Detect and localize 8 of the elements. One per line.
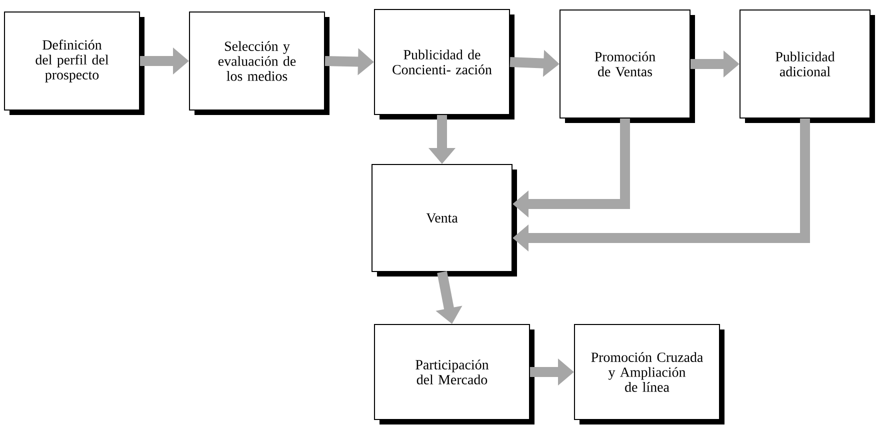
process-box: Venta xyxy=(372,164,517,276)
process-box: Selección y evaluación de los medios xyxy=(189,12,330,115)
process-box: Promoción Cruzada y Ampliación de línea xyxy=(574,324,724,424)
process-box: Publicidad de Concienti- zación xyxy=(374,9,514,120)
process-box: Definición del perfil del prospecto xyxy=(4,12,144,115)
process-box: Promoción de Ventas xyxy=(560,10,695,123)
process-box: Publicidad adicional xyxy=(740,10,875,123)
process-box: Participación del Mercado xyxy=(374,324,534,424)
